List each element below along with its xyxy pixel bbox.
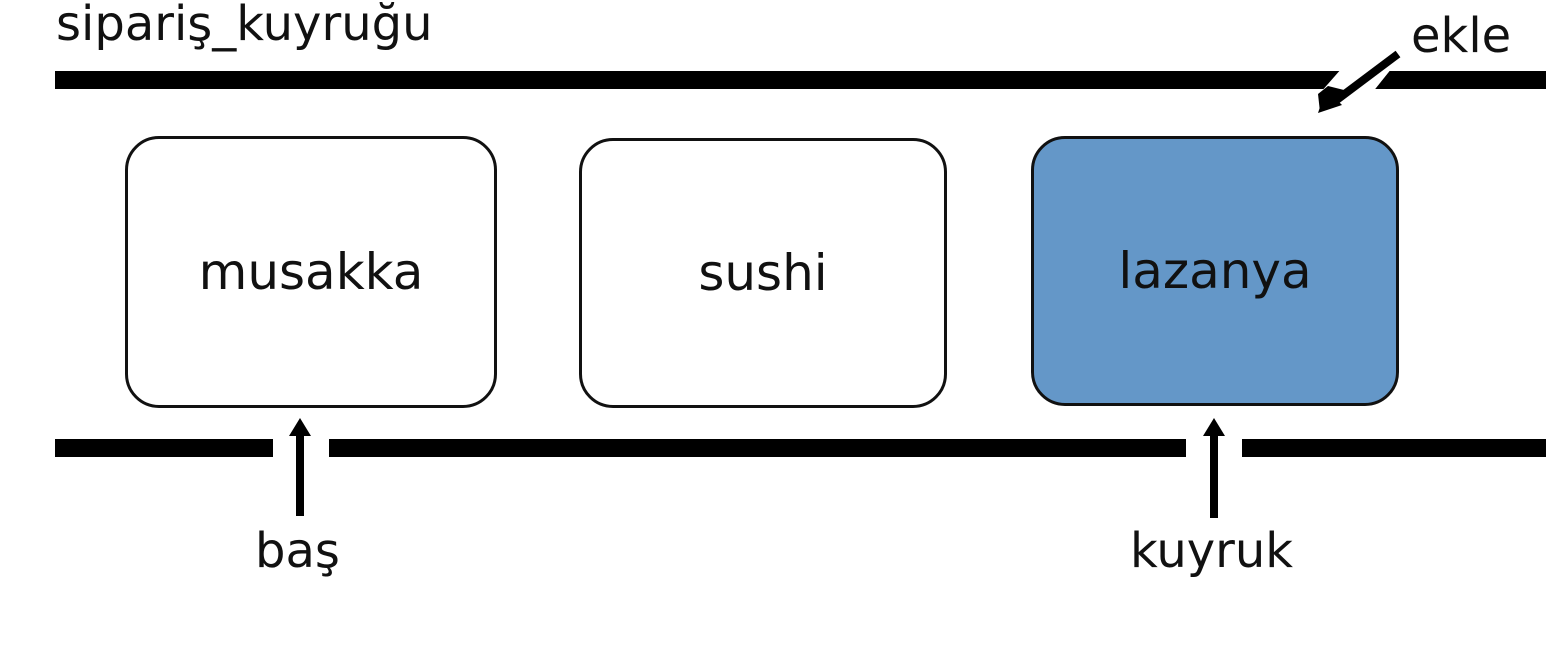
- tail-pointer-label: kuyruk: [1130, 523, 1294, 579]
- queue-top-rail: [55, 71, 1546, 89]
- queue-node-tail: lazanya: [1031, 136, 1399, 406]
- queue-node-label: musakka: [198, 243, 424, 301]
- head-pointer-label: baş: [255, 523, 340, 579]
- queue-node-middle: sushi: [579, 138, 947, 408]
- head-arrow-tip: [289, 418, 311, 436]
- tail-arrow-tip: [1203, 418, 1225, 436]
- enqueue-label: ekle: [1411, 8, 1512, 64]
- queue-node-head: musakka: [125, 136, 497, 408]
- enqueue-arrow-icon: [1331, 50, 1401, 106]
- queue-node-label: sushi: [698, 244, 828, 302]
- queue-bottom-rail-segment: [1242, 439, 1546, 457]
- queue-node-label: lazanya: [1118, 242, 1312, 300]
- queue-bottom-rail-segment: [55, 439, 273, 457]
- enqueue-arrow-head: [1318, 89, 1342, 113]
- queue-bottom-rail-segment: [329, 439, 1186, 457]
- diagram-title: sipariş_kuyruğu: [56, 0, 433, 52]
